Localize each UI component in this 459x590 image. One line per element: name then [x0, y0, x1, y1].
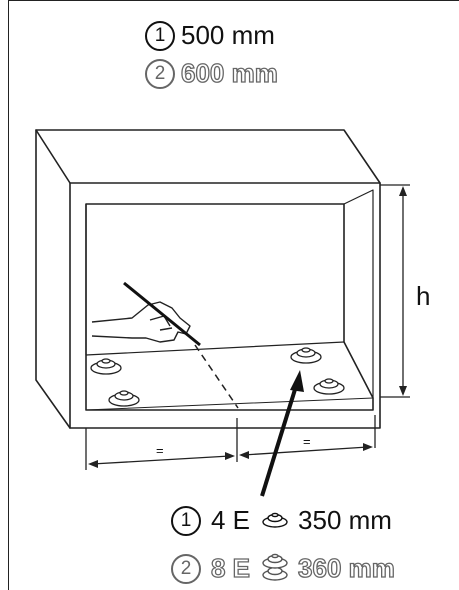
top-spec-2-value: 600 mm [180, 57, 278, 88]
top-spec-1-value: 500 mm [181, 20, 275, 50]
circled-number-2: 2 [171, 553, 201, 584]
marking-center-line [194, 344, 239, 409]
bottom-spec-1-size: 350 mm [298, 505, 392, 535]
left-half-arrow-right [225, 452, 235, 460]
bottom-spec-1: 1 4 E 350 mm [171, 505, 392, 536]
cabinet-right-inner [343, 189, 374, 399]
hand-icon [91, 301, 191, 343]
cabinet-left-face [35, 129, 71, 429]
width-dimensions [85, 415, 376, 470]
foot-back-right [290, 347, 322, 364]
bottom-spec-1-count: 4 E [211, 505, 251, 535]
height-dimension [380, 184, 410, 398]
circled-number-1: 1 [145, 20, 175, 51]
cabinet-back-wall [85, 203, 345, 356]
circled-number-1: 1 [171, 505, 201, 536]
pointer-arrow [260, 370, 304, 497]
foot-back-left [90, 358, 122, 375]
height-label: h [416, 281, 430, 311]
right-half-arrow-right [363, 443, 373, 451]
pointer-arrow-head [290, 370, 304, 392]
height-arrow-bottom [399, 386, 407, 396]
foot-front-left [108, 390, 140, 407]
bottom-spec-2-count: 8 E [210, 552, 251, 583]
foot-front-right [313, 378, 345, 395]
top-spec-2: 2 600 mm [145, 57, 278, 89]
left-half-arrow-left [88, 460, 98, 468]
left-equal-label: = [156, 443, 164, 458]
circled-number-2: 2 [145, 58, 175, 89]
cabinet-front-frame [69, 182, 381, 429]
page-frame-top-border [8, 0, 459, 1]
right-half-arrow-left [239, 451, 249, 459]
page-frame-left-border [8, 0, 9, 590]
bottom-spec-2: 2 8 E 360 mm [171, 548, 396, 589]
height-arrow-top [399, 186, 407, 196]
top-spec-1: 1 500 mm [145, 20, 275, 51]
pencil-icon [123, 281, 201, 347]
right-half-dim-line [242, 446, 369, 456]
single-foot-icon [260, 505, 290, 536]
pointer-arrow-shaft [260, 382, 299, 497]
stacked-feet-icon [260, 548, 290, 589]
cabinet-floor-edge [85, 397, 374, 411]
left-half-dim-line [91, 455, 231, 465]
bottom-spec-2-size: 360 mm [297, 552, 395, 583]
cabinet-top-face [35, 129, 381, 184]
right-equal-label: = [303, 434, 311, 449]
